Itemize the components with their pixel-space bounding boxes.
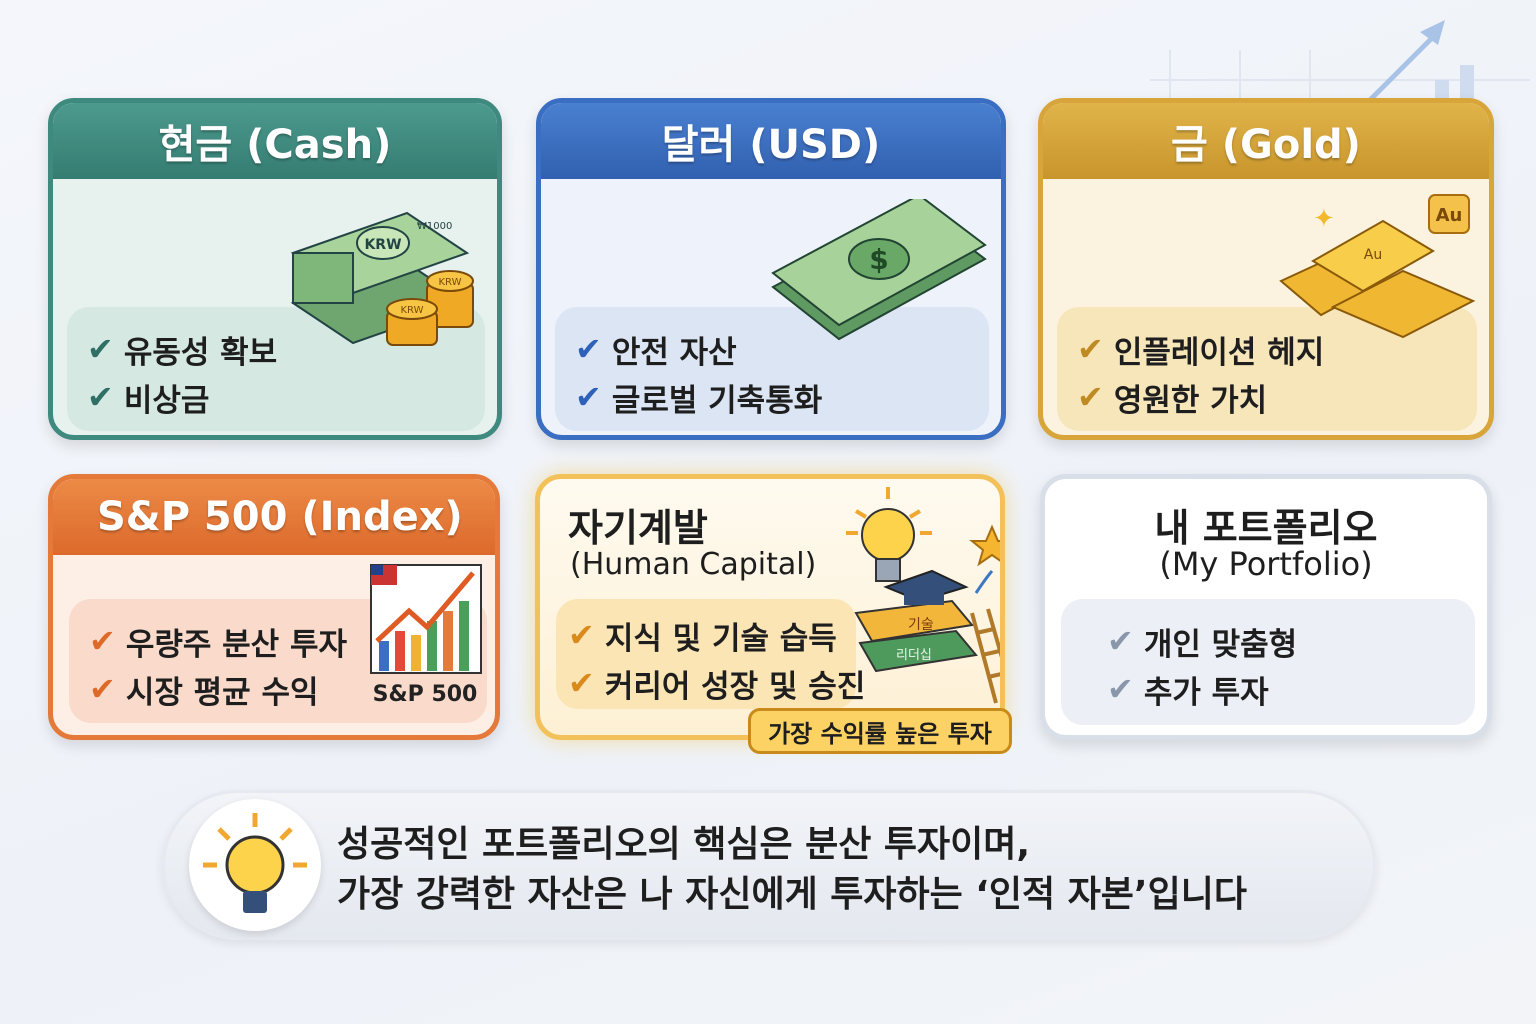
list-item: ✔지식 및 기술 습득 <box>568 611 844 659</box>
item-text: 지식 및 기술 습득 <box>604 620 837 657</box>
dollar-bills-icon: $ <box>771 199 987 341</box>
list-item: ✔글로벌 기축통화 <box>575 373 969 421</box>
svg-text:Au: Au <box>1436 205 1463 226</box>
check-icon: ✔ <box>1077 330 1104 368</box>
check-icon: ✔ <box>568 616 595 654</box>
card-title: 금 (Gold) <box>1043 103 1489 179</box>
card-list: ✔안전 자산 ✔글로벌 기축통화 <box>555 307 989 431</box>
banner-line-2: 가장 강력한 자산은 나 자신에게 투자하는 ‘인적 자본’입니다 <box>337 874 1247 915</box>
check-icon: ✔ <box>89 622 116 660</box>
gold-bars-icon: ✦ Au Au <box>1279 194 1476 339</box>
card-list: ✔지식 및 기술 습득 ✔커리어 성장 및 승진 <box>556 599 865 709</box>
item-text: 유동성 확보 <box>123 334 278 371</box>
check-icon: ✔ <box>89 670 116 708</box>
card-title: S&P 500 (Index) <box>53 479 495 555</box>
item-text: 추가 투자 <box>1143 674 1269 711</box>
check-icon: ✔ <box>568 664 595 702</box>
svg-text:리더십: 리더십 <box>896 648 932 663</box>
card-human-capital: 자기계발 (Human Capital) ✔지식 및 기술 습득 ✔커리어 성장… <box>535 474 1005 740</box>
card-my-portfolio: 내 포트폴리오 (My Portfolio) ✔개인 맞춤형 ✔추가 투자 <box>1040 474 1492 740</box>
svg-text:KRW: KRW <box>439 277 462 288</box>
item-text: 비상금 <box>123 382 210 419</box>
card-title: 내 포트폴리오 <box>1154 506 1378 550</box>
card-subtitle: (Human Capital) <box>570 547 817 582</box>
svg-text:✦: ✦ <box>1313 204 1335 234</box>
books-lightbulb-icon: 기술 리더십 <box>846 487 1000 704</box>
item-text: 글로벌 기축통화 <box>611 382 823 419</box>
lightbulb-icon <box>189 799 321 931</box>
card-sp500: S&P 500 (Index) ✔우량주 분산 투자 ✔시장 평균 수익 S&P… <box>48 474 500 740</box>
item-text: 안전 자산 <box>611 334 737 371</box>
banner-line-1: 성공적인 포트폴리오의 핵심은 분산 투자이며, <box>337 824 1031 865</box>
card-gold: 금 (Gold) ✔인플레이션 헤지 ✔영원한 가치 ✦ Au Au <box>1038 98 1494 440</box>
item-text: 커리어 성장 및 승진 <box>604 668 866 705</box>
list-item: ✔우량주 분산 투자 <box>89 617 467 665</box>
highest-return-badge: 가장 수익률 높은 투자 <box>748 708 1012 754</box>
card-title: 자기계발 <box>568 506 708 550</box>
svg-text:KRW: KRW <box>364 237 401 253</box>
list-item: ✔영원한 가치 <box>1077 373 1457 421</box>
check-icon: ✔ <box>575 378 602 416</box>
svg-text:$: $ <box>869 243 888 276</box>
sp500-chart-icon: S&P 500 <box>370 564 482 707</box>
list-item: ✔시장 평균 수익 <box>89 665 467 713</box>
svg-text:KRW: KRW <box>401 305 424 316</box>
card-title: 현금 (Cash) <box>53 103 497 179</box>
item-text: 영원한 가치 <box>1113 382 1268 419</box>
svg-text:Au: Au <box>1364 247 1382 263</box>
check-icon: ✔ <box>87 378 114 416</box>
list-item: ✔안전 자산 <box>575 325 969 373</box>
item-text: 시장 평균 수익 <box>125 674 319 711</box>
card-cash: 현금 (Cash) ✔유동성 확보 ✔비상금 KRW ₩1000 KRW KRW <box>48 98 502 440</box>
card-list: ✔인플레이션 헤지 ✔영원한 가치 <box>1057 307 1477 431</box>
item-text: 개인 맞춤형 <box>1143 626 1298 663</box>
svg-text:S&P 500: S&P 500 <box>373 682 478 707</box>
list-item: ✔추가 투자 <box>1107 665 1455 713</box>
card-subtitle: (My Portfolio) <box>1159 545 1373 583</box>
card-usd: 달러 (USD) ✔안전 자산 ✔글로벌 기축통화 $ <box>536 98 1006 440</box>
item-text: 우량주 분산 투자 <box>125 626 348 663</box>
list-item: ✔커리어 성장 및 승진 <box>568 659 865 707</box>
card-list: ✔개인 맞춤형 ✔추가 투자 <box>1061 599 1475 725</box>
item-text: 인플레이션 헤지 <box>1113 334 1325 371</box>
check-icon: ✔ <box>87 330 114 368</box>
list-item: ✔유동성 확보 <box>87 325 465 373</box>
list-item: ✔개인 맞춤형 <box>1107 617 1455 665</box>
svg-text:₩1000: ₩1000 <box>417 221 452 232</box>
card-title: 달러 (USD) <box>541 103 1001 179</box>
summary-banner: 성공적인 포트폴리오의 핵심은 분산 투자이며, 가장 강력한 자산은 나 자신… <box>162 790 1376 940</box>
check-icon: ✔ <box>1077 378 1104 416</box>
list-item: ✔비상금 <box>87 373 465 421</box>
check-icon: ✔ <box>1107 622 1134 660</box>
check-icon: ✔ <box>575 330 602 368</box>
krw-cash-stack-icon: KRW ₩1000 KRW KRW <box>290 211 474 346</box>
list-item: ✔인플레이션 헤지 <box>1077 325 1457 373</box>
svg-text:기술: 기술 <box>908 617 934 633</box>
check-icon: ✔ <box>1107 670 1134 708</box>
